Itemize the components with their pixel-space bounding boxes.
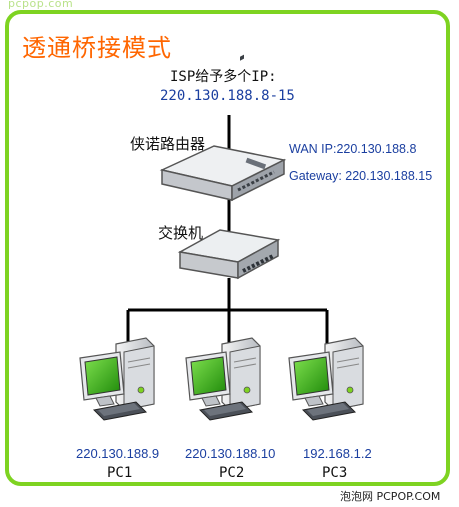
switch-icon (177, 229, 281, 280)
router-wan-ip: WAN IP:220.130.188.8 (289, 142, 417, 156)
switch-label: 交换机 (158, 224, 204, 242)
pc1-name: PC1 (107, 465, 133, 481)
pc1-icon (79, 337, 155, 421)
pc3-icon (288, 337, 364, 421)
pc2-name: PC2 (219, 465, 245, 481)
router-icon (159, 54, 287, 202)
pc2-icon (185, 337, 261, 421)
pc1-ip: 220.130.188.9 (76, 446, 160, 461)
pc3-ip: 192.168.1.2 (303, 446, 372, 461)
isp-ip-range: 220.130.188.8-15 (160, 88, 295, 104)
pc2-ip: 220.130.188.10 (185, 446, 276, 461)
router-gateway: Gateway: 220.130.188.15 (289, 169, 433, 183)
isp-label: ISP给予多个IP: (170, 69, 277, 85)
diagram-title: 透通桥接模式 (22, 34, 172, 62)
watermark-bottom: 泡泡网 PCPOP.COM (340, 490, 441, 503)
pc3-name: PC3 (322, 465, 348, 481)
router-label: 侠诺路由器 (130, 135, 206, 153)
watermark-top: pcpop.com (8, 0, 74, 10)
